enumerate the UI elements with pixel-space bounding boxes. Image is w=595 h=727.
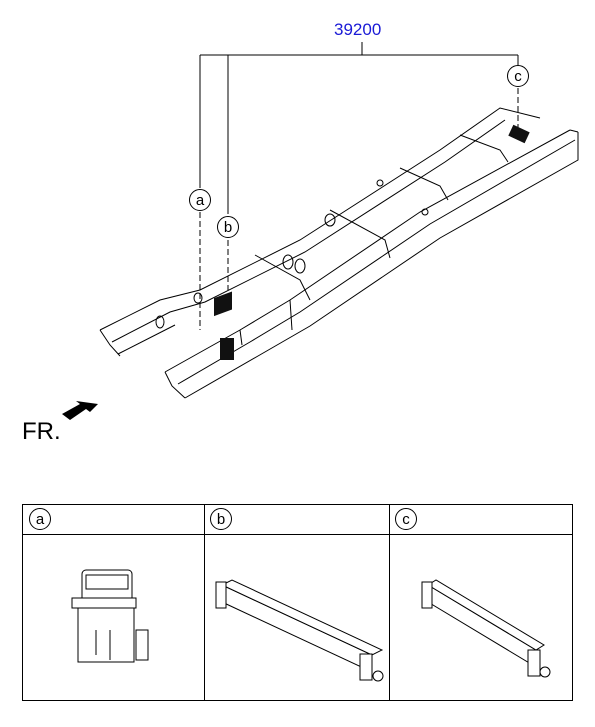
leader-lines: [199, 42, 519, 330]
callout-b: b: [217, 216, 239, 238]
front-direction-label: FR.: [22, 418, 61, 445]
grease-block-c: [508, 124, 530, 144]
callout-a: a: [189, 189, 211, 211]
table-callout-a: a: [29, 508, 51, 530]
chassis-frame: [99, 107, 579, 399]
table-divider: [389, 505, 390, 700]
part-number-label: 39200: [334, 20, 382, 39]
table-header-row: [23, 505, 572, 535]
table-header-c: c: [389, 505, 574, 535]
callout-c: c: [507, 65, 529, 87]
table-callout-c: c: [395, 508, 417, 530]
table-header-b: b: [204, 505, 389, 535]
grease-block-b: [214, 291, 232, 317]
parts-table: a b c: [22, 504, 573, 701]
distribution-block-c-illustration: [421, 579, 551, 678]
pump-a: [220, 338, 234, 360]
distribution-block-b-illustration: [215, 579, 384, 682]
fr-arrow-icon: [62, 401, 98, 420]
table-header-a: a: [23, 505, 204, 535]
frame-components: [214, 124, 530, 360]
table-divider: [204, 505, 205, 700]
pump-unit-illustration: [71, 569, 149, 663]
table-illustrations: [71, 569, 551, 682]
table-callout-b: b: [210, 508, 232, 530]
